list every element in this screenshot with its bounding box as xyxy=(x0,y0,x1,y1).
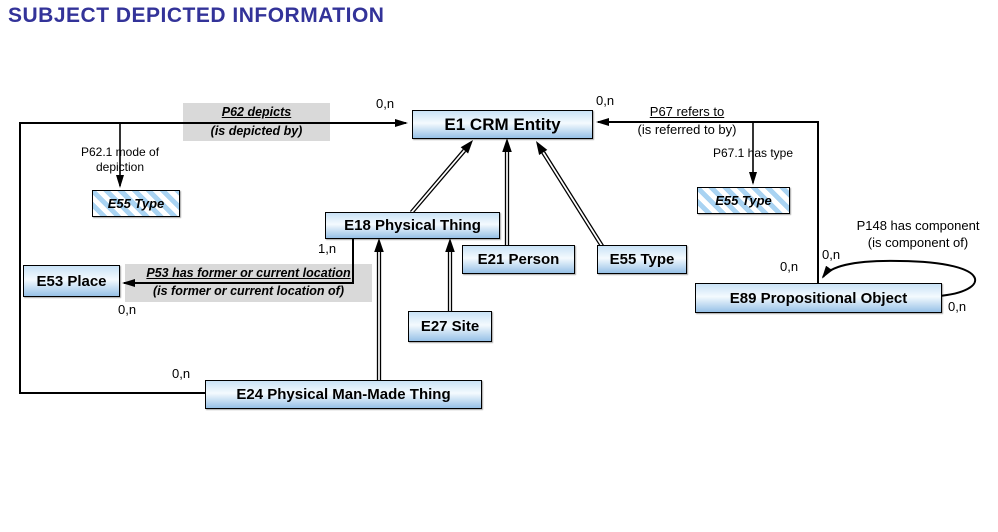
p53-arrow-line xyxy=(122,237,354,287)
p67-label-inverse: (is referred to by) xyxy=(637,122,737,137)
multiplicity-p67-at-e89: 0,n xyxy=(780,259,799,274)
node-e55-type-right: E55 Type xyxy=(697,187,790,214)
p148-loop-line xyxy=(821,259,977,297)
p67-1-label: P67.1 has type xyxy=(712,146,794,160)
multiplicity-p67-at-e1: 0,n xyxy=(596,93,615,108)
node-e89-propositional-object: E89 Propositional Object xyxy=(695,283,942,313)
node-e24-physical-man-made-thing: E24 Physical Man-Made Thing xyxy=(205,380,482,409)
p67-arrow-line xyxy=(596,118,819,284)
node-e55-type-left: E55 Type xyxy=(92,190,180,217)
p62-arrow-line xyxy=(19,119,408,394)
p148-label-name: P148 has component xyxy=(856,218,980,233)
multiplicity-p53-at-e18: 1,n xyxy=(318,241,337,256)
multiplicity-p53-at-e53: 0,n xyxy=(118,302,137,317)
isa-arrow-e24-to-e18 xyxy=(374,238,384,380)
node-e55-type-center: E55 Type xyxy=(597,245,687,274)
multiplicity-p148-top: 0,n xyxy=(822,247,841,262)
multiplicity-p62-at-e1: 0,n xyxy=(376,96,395,111)
p62-1-label: P62.1 mode of depiction xyxy=(66,145,174,175)
p62-1-label-line1: P62.1 mode of xyxy=(80,145,160,159)
p148-label-inverse: (is component of) xyxy=(867,235,969,250)
node-e1-crm-entity: E1 CRM Entity xyxy=(412,110,593,139)
p53-label-name: P53 has former or current location xyxy=(146,266,351,280)
p62-label-inverse: (is depicted by) xyxy=(210,124,303,138)
isa-arrow-e55-to-e1 xyxy=(536,141,604,248)
p62-1-label-line2: depiction xyxy=(95,160,145,174)
node-e18-physical-thing: E18 Physical Thing xyxy=(325,212,500,239)
page-title: SUBJECT DEPICTED INFORMATION xyxy=(8,4,385,27)
multiplicity-p62-at-e24: 0,n xyxy=(172,366,191,381)
p62-label-name: P62 depicts xyxy=(221,105,292,119)
p67-label-name: P67 refers to xyxy=(649,104,725,119)
p53-label-inverse: (is former or current location of) xyxy=(153,284,344,298)
isa-arrow-e18-to-e1 xyxy=(409,140,473,214)
node-e53-place: E53 Place xyxy=(23,265,120,297)
isa-arrow-e27-to-e18 xyxy=(445,238,455,311)
node-e21-person: E21 Person xyxy=(462,245,575,274)
isa-arrow-e21-to-e1 xyxy=(502,138,512,245)
multiplicity-p148-right: 0,n xyxy=(948,299,967,314)
node-e27-site: E27 Site xyxy=(408,311,492,342)
